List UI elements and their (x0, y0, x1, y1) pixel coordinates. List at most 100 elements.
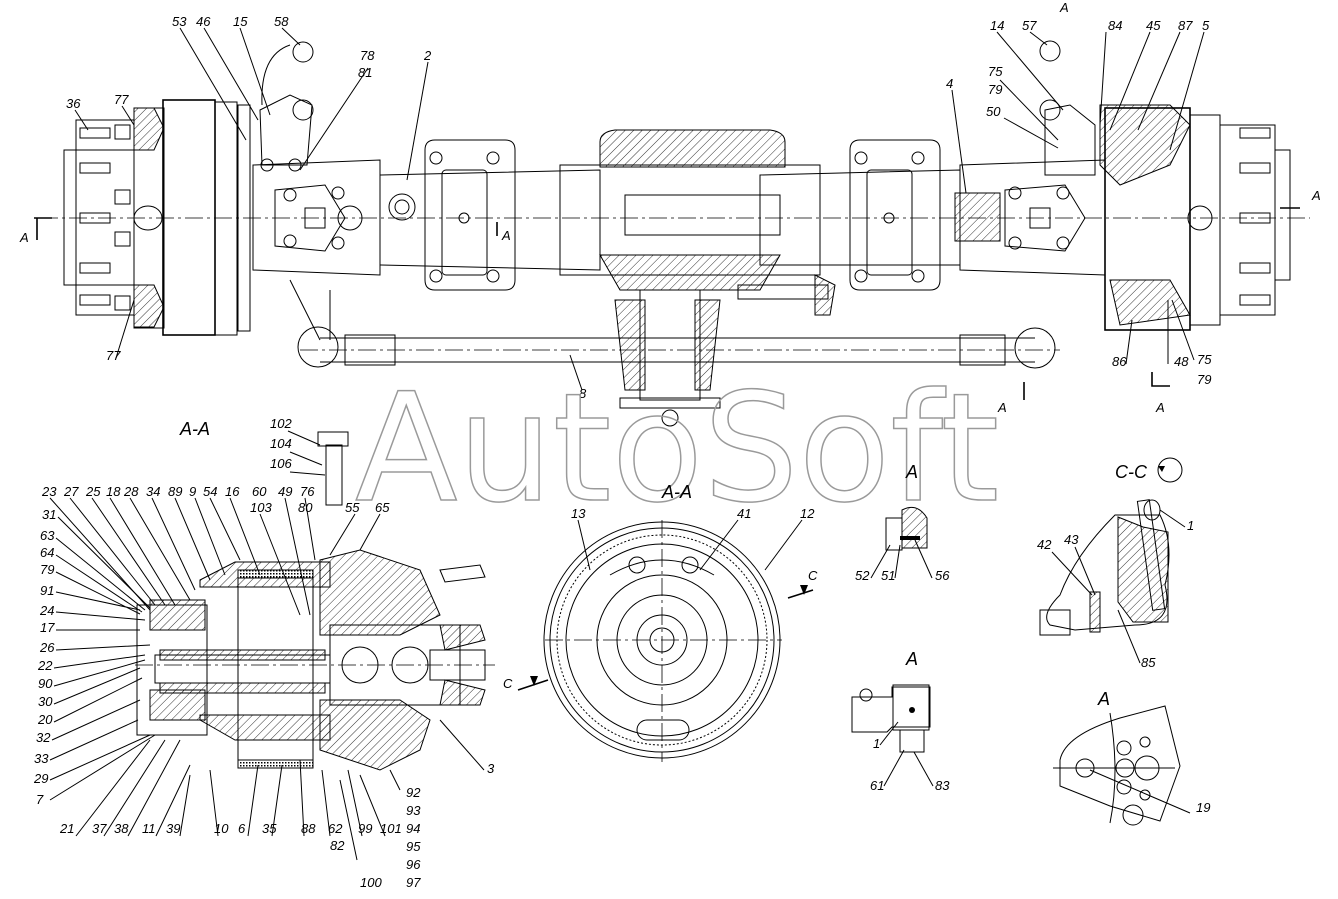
right-steering-knuckle (954, 40, 1191, 369)
svg-text:A: A (1059, 0, 1069, 15)
svg-text:36: 36 (66, 96, 81, 111)
section-aa-right-callouts: 3 (439, 719, 495, 776)
svg-text:75: 75 (988, 64, 1003, 79)
svg-text:2: 2 (423, 48, 432, 63)
svg-text:35: 35 (262, 821, 277, 836)
svg-text:79: 79 (988, 82, 1002, 97)
section-aa-left-callouts: 31 63 64 79 91 24 17 26 22 90 30 20 32 3… (33, 507, 156, 807)
svg-text:93: 93 (406, 803, 421, 818)
svg-text:39: 39 (166, 821, 180, 836)
svg-text:65: 65 (375, 500, 390, 515)
svg-text:104: 104 (270, 436, 292, 451)
section-mark-a-bottom-left: A (997, 382, 1025, 415)
section-cc-callouts: 1 42 43 85 (1037, 509, 1194, 670)
svg-text:75: 75 (1197, 352, 1212, 367)
svg-text:15: 15 (233, 14, 248, 29)
svg-text:95: 95 (406, 839, 421, 854)
svg-text:94: 94 (406, 821, 420, 836)
svg-text:17: 17 (40, 620, 55, 635)
section-mark-a-top: A (1059, 0, 1069, 15)
svg-text:C: C (808, 568, 818, 583)
svg-text:85: 85 (1141, 655, 1156, 670)
svg-text:34: 34 (146, 484, 160, 499)
svg-text:77: 77 (106, 348, 121, 363)
svg-text:52: 52 (855, 568, 870, 583)
svg-text:79: 79 (40, 562, 54, 577)
svg-text:32: 32 (36, 730, 51, 745)
svg-text:28: 28 (123, 484, 139, 499)
svg-text:8: 8 (579, 386, 587, 401)
section-mark-a-left: A (19, 217, 52, 245)
section-mark-a-center: A (496, 222, 511, 243)
svg-text:80: 80 (298, 500, 313, 515)
svg-text:4: 4 (946, 76, 953, 91)
svg-text:48: 48 (1174, 354, 1189, 369)
svg-text:42: 42 (1037, 537, 1052, 552)
section-mark-a-bottom-right: A (1151, 372, 1170, 415)
svg-text:76: 76 (300, 484, 315, 499)
svg-text:46: 46 (196, 14, 211, 29)
left-steering-knuckle (252, 41, 381, 368)
svg-text:87: 87 (1178, 18, 1193, 33)
svg-text:106: 106 (270, 456, 292, 471)
svg-text:64: 64 (40, 545, 54, 560)
section-aa-bottom-callouts: 21 37 38 11 39 10 6 35 88 62 82 99 101 1… (59, 739, 421, 890)
svg-text:5: 5 (1202, 18, 1210, 33)
section-aa-top-callouts: 102 104 106 23 27 25 18 28 34 89 9 54 16… (41, 416, 390, 616)
svg-text:A: A (997, 400, 1007, 415)
section-cc: C-C 1 42 43 85 (1037, 457, 1194, 670)
svg-text:7: 7 (36, 792, 44, 807)
svg-text:27: 27 (63, 484, 79, 499)
section-mark-a-right: A (1280, 188, 1321, 209)
svg-text:60: 60 (252, 484, 267, 499)
svg-text:45: 45 (1146, 18, 1161, 33)
svg-text:3: 3 (487, 761, 495, 776)
svg-text:A: A (19, 230, 29, 245)
svg-text:20: 20 (37, 712, 53, 727)
svg-text:43: 43 (1064, 532, 1079, 547)
svg-text:88: 88 (301, 821, 316, 836)
view-a-tie-rod: A 1 61 83 (851, 649, 950, 793)
svg-text:83: 83 (935, 778, 950, 793)
svg-text:13: 13 (571, 506, 586, 521)
svg-text:90: 90 (38, 676, 53, 691)
svg-text:55: 55 (345, 500, 360, 515)
view-a-tie-rod-callouts: 1 61 83 (870, 721, 950, 793)
svg-text:23: 23 (41, 484, 57, 499)
svg-text:A: A (1097, 689, 1110, 709)
svg-text:91: 91 (40, 583, 54, 598)
svg-text:19: 19 (1196, 800, 1210, 815)
svg-text:49: 49 (278, 484, 292, 499)
svg-text:16: 16 (225, 484, 240, 499)
rotate-icon (1157, 457, 1183, 483)
svg-text:26: 26 (39, 640, 55, 655)
svg-text:29: 29 (33, 771, 48, 786)
differential-housing (559, 129, 836, 427)
view-a-seal-callouts: 52 51 56 (855, 539, 950, 583)
svg-text:A: A (1311, 188, 1321, 203)
svg-text:56: 56 (935, 568, 950, 583)
svg-text:61: 61 (870, 778, 884, 793)
svg-text:50: 50 (986, 104, 1001, 119)
svg-text:18: 18 (106, 484, 121, 499)
svg-text:79: 79 (1197, 372, 1211, 387)
svg-text:97: 97 (406, 875, 421, 890)
svg-text:58: 58 (274, 14, 289, 29)
svg-text:30: 30 (38, 694, 53, 709)
left-wheel-hub (63, 99, 251, 336)
svg-text:89: 89 (168, 484, 182, 499)
svg-text:1: 1 (1187, 518, 1194, 533)
section-aa-left: A-A 102 104 106 23 27 25 18 (33, 416, 549, 890)
section-aa-brake-callouts: 13 41 12 (571, 506, 815, 571)
view-a-bolts: A 19 (1053, 689, 1210, 826)
svg-text:78: 78 (360, 48, 375, 63)
view-a-bolts-callouts: 19 (1089, 769, 1210, 815)
watermark: AutoSoft (355, 362, 999, 536)
svg-text:A: A (1155, 400, 1165, 415)
svg-text:9: 9 (189, 484, 196, 499)
svg-text:24: 24 (39, 603, 54, 618)
cut-mark-c-left: C (503, 676, 549, 691)
main-plan-view: A A A A A A 53 46 15 58 78 81 2 (19, 0, 1321, 427)
svg-text:38: 38 (114, 821, 129, 836)
svg-text:A: A (905, 462, 918, 482)
